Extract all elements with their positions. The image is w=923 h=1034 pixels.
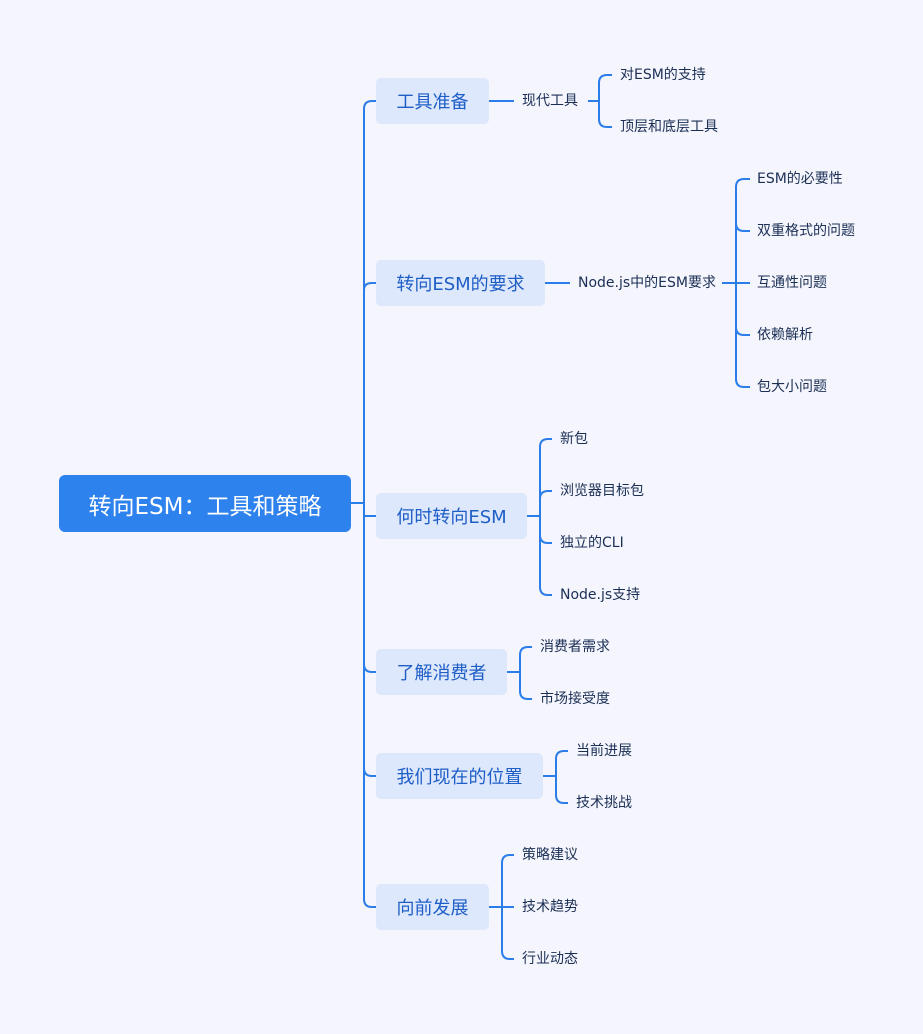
leaf-market-acceptance[interactable]: 市场接受度 (540, 691, 610, 707)
trunk-to-consumers (363, 503, 376, 673)
sub-node-esm-requirements[interactable]: Node.js中的ESM要求 (578, 275, 716, 291)
branch-forward[interactable]: 向前发展 (376, 884, 489, 930)
leaf-top-bottom-tools[interactable]: 顶层和底层工具 (620, 119, 718, 135)
branch-requirements[interactable]: 转向ESM的要求 (376, 260, 545, 306)
modern-bracket (588, 74, 612, 128)
branch-tools[interactable]: 工具准备 (376, 78, 489, 124)
leaf-dependency-resolution[interactable]: 依赖解析 (757, 327, 813, 343)
leaf-current-progress[interactable]: 当前进展 (576, 743, 632, 759)
trunk-to-forward (363, 503, 376, 908)
branch-when[interactable]: 何时转向ESM (376, 493, 527, 539)
leaf-standalone-cli[interactable]: 独立的CLI (560, 535, 624, 551)
leaf-new-package[interactable]: 新包 (560, 431, 588, 447)
leaf-industry-news[interactable]: 行业动态 (522, 951, 578, 967)
leaf-dual-format[interactable]: 双重格式的问题 (757, 223, 855, 239)
leaf-esm-support[interactable]: 对ESM的支持 (620, 67, 706, 83)
position-bracket (543, 750, 568, 804)
branch-consumers[interactable]: 了解消费者 (376, 649, 507, 695)
trunk-to-requirements (363, 282, 376, 503)
branch-position[interactable]: 我们现在的位置 (376, 753, 543, 799)
leaf-strategy-advice[interactable]: 策略建议 (522, 847, 578, 863)
leaf-esm-necessity[interactable]: ESM的必要性 (757, 171, 843, 187)
node-bracket (722, 178, 750, 388)
consumers-bracket (507, 646, 532, 700)
trunk-to-tools (363, 100, 376, 503)
leaf-package-size[interactable]: 包大小问题 (757, 379, 827, 395)
trunk-to-when (363, 503, 376, 517)
leaf-browser-package[interactable]: 浏览器目标包 (560, 483, 644, 499)
leaf-tech-challenges[interactable]: 技术挑战 (576, 795, 632, 811)
leaf-interop[interactable]: 互通性问题 (757, 275, 827, 291)
root-node[interactable]: 转向ESM：工具和策略 (59, 475, 351, 532)
trunk-to-position (363, 503, 376, 777)
leaf-consumer-needs[interactable]: 消费者需求 (540, 639, 610, 655)
forward-bracket (489, 854, 514, 960)
leaf-node-support[interactable]: Node.js支持 (560, 587, 641, 603)
leaf-tech-trends[interactable]: 技术趋势 (522, 899, 578, 915)
sub-modern-tools[interactable]: 现代工具 (522, 93, 578, 109)
when-bracket (527, 438, 552, 596)
